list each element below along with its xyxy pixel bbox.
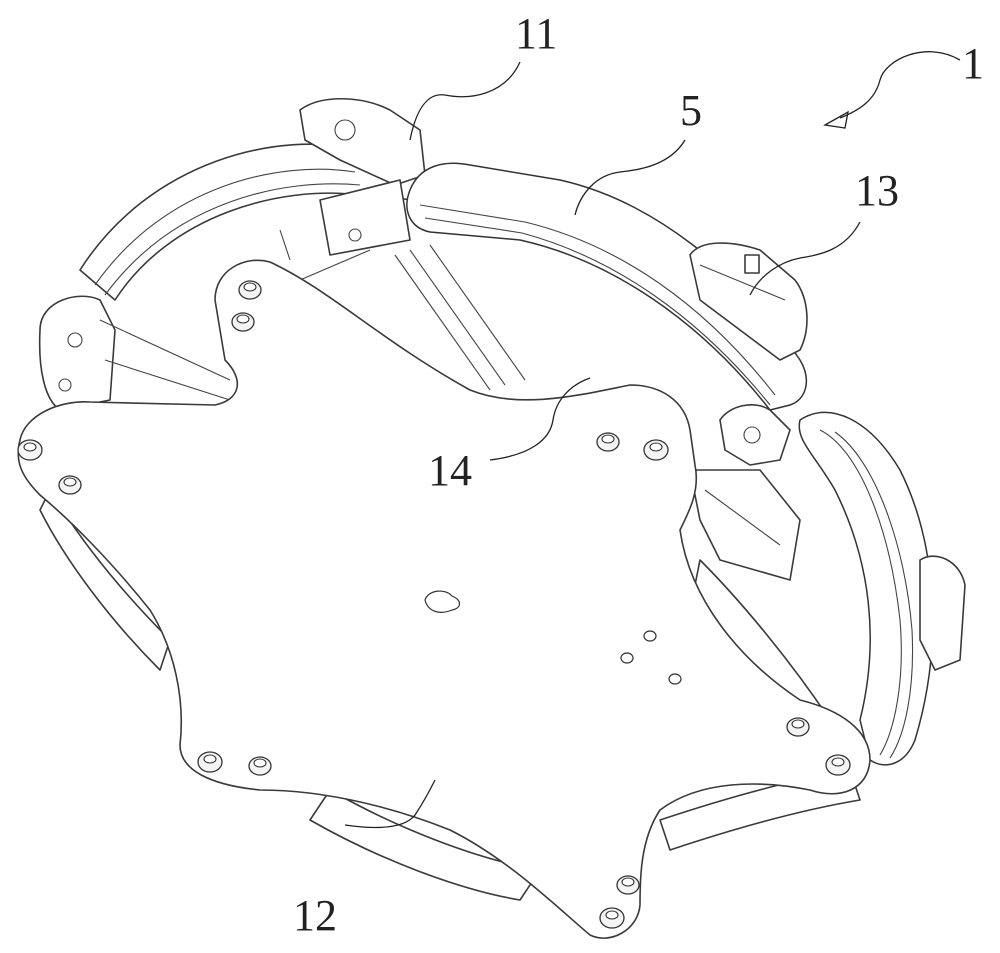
leader-14 — [489, 377, 591, 461]
nut-1 — [238, 280, 262, 300]
nut-7 — [197, 751, 223, 773]
leader-12 — [344, 779, 436, 829]
label-5: 5 — [680, 86, 702, 135]
left-bracket — [38, 295, 231, 411]
leader-13 — [749, 221, 861, 296]
leader-11 — [409, 61, 521, 141]
leader-lines — [344, 51, 961, 829]
nut-3 — [17, 439, 43, 461]
leader-5 — [574, 139, 686, 216]
fasteners — [17, 280, 851, 929]
nut-11 — [616, 875, 640, 895]
reference-labels: 11 5 1 13 14 12 — [293, 9, 984, 940]
nut-10 — [825, 754, 851, 776]
nut-4 — [58, 475, 82, 495]
label-14: 14 — [428, 446, 472, 495]
upper-left-arm — [79, 97, 426, 301]
nut-5 — [596, 432, 620, 452]
nut-9 — [786, 717, 810, 737]
label-1: 1 — [962, 39, 984, 88]
arrow-1-head — [823, 110, 849, 129]
leader-1 — [839, 51, 961, 119]
label-11: 11 — [515, 9, 557, 58]
nut-12 — [599, 907, 625, 929]
right-inner-bracket — [689, 469, 831, 741]
front-plate — [17, 259, 871, 939]
motor-housing — [689, 242, 808, 361]
nut-8 — [248, 756, 272, 776]
label-13: 13 — [855, 166, 899, 215]
nut-6 — [643, 439, 669, 461]
inner-struts — [279, 229, 526, 391]
nut-2 — [231, 312, 255, 332]
right-pad — [798, 411, 966, 766]
label-12: 12 — [293, 891, 337, 940]
top-pad — [406, 162, 808, 466]
